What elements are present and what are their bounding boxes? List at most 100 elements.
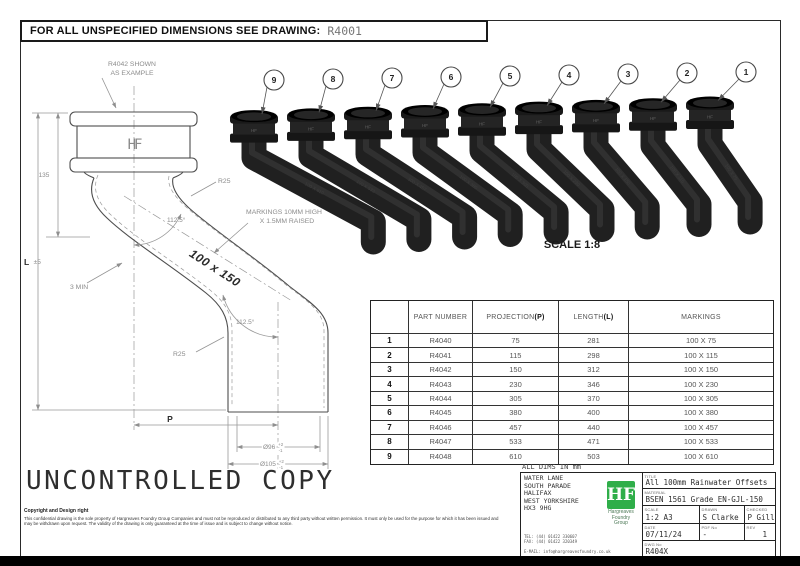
pipe-highlight bbox=[363, 128, 466, 235]
field-label-title: TITLE bbox=[644, 473, 657, 479]
wall-thickness-note: 3 MIN bbox=[70, 284, 88, 291]
field-value-material: BSEN 1561 Grade EN-GJL-150 bbox=[645, 495, 763, 504]
table-cell: 312 bbox=[559, 362, 629, 378]
table-cell: 9 bbox=[371, 449, 409, 464]
balloon-number: 9 bbox=[272, 75, 277, 85]
socket-body bbox=[290, 120, 332, 133]
table-header-cell: PROJECTION (P) bbox=[473, 301, 559, 334]
socket-bottom-bead bbox=[344, 130, 392, 140]
address-line: WATER LANE bbox=[524, 474, 564, 482]
address-line: HALIFAX bbox=[524, 489, 552, 497]
socket-body bbox=[518, 114, 560, 127]
table-cell: 100 X 75 bbox=[629, 334, 773, 349]
table-cell: R4047 bbox=[409, 435, 473, 450]
field-value-title: All 100mm Rainwater Offsets bbox=[645, 478, 768, 487]
field-value-dwg-no: R404X bbox=[645, 547, 669, 556]
socket-body bbox=[461, 115, 503, 128]
table-cell: 100 X 230 bbox=[629, 377, 773, 392]
sheet-bottom-bar bbox=[0, 556, 800, 566]
table-cell: R4046 bbox=[409, 420, 473, 436]
table-header-cell: PART NUMBER bbox=[409, 301, 473, 334]
balloon-circle bbox=[676, 62, 698, 84]
table-cell: 298 bbox=[559, 348, 629, 363]
scale-label: SCALE 1:8 bbox=[544, 239, 600, 251]
balloon-leader-arrow bbox=[376, 103, 381, 111]
address-line: SOUTH PARADE bbox=[524, 481, 571, 490]
socket-opening-inner bbox=[465, 105, 499, 114]
balloon-leader-arrow bbox=[490, 99, 496, 108]
balloon-leader-arrow bbox=[318, 105, 324, 113]
table-cell: 6 bbox=[371, 406, 409, 421]
table-cell: 100 X 305 bbox=[629, 392, 773, 407]
balloon-6: 6 bbox=[432, 66, 462, 110]
table-cell: R4048 bbox=[409, 449, 473, 464]
table-cell: R4042 bbox=[409, 362, 473, 378]
table-cell: 2 bbox=[371, 348, 409, 363]
socket-opening-inner bbox=[579, 102, 613, 111]
balloon-number: 4 bbox=[567, 70, 572, 80]
pipe-highlight bbox=[705, 118, 752, 220]
section-view: HF 100 x 150 135 L ±5 P Ø96 +2 -1 bbox=[24, 61, 329, 470]
example-note-line1: R4042 SHOWN bbox=[108, 61, 156, 68]
table-cell: 457 bbox=[473, 420, 559, 436]
address-line: HX3 9HG bbox=[524, 504, 552, 512]
balloon-circle bbox=[263, 69, 285, 91]
field-label-scale: SCALE bbox=[644, 506, 659, 512]
socket-opening-inner bbox=[237, 112, 271, 121]
banner-drawing-ref: R4001 bbox=[327, 24, 362, 38]
dimensions: 135 L ±5 P Ø96 +2 -1 Ø105 +2 bbox=[24, 112, 329, 470]
field-value-scale: 1:2 A3 bbox=[645, 513, 673, 522]
balloon-5: 5 bbox=[489, 65, 521, 108]
table-cell: 8 bbox=[371, 435, 409, 450]
company-name-line: Foundry bbox=[611, 514, 631, 521]
balloon-circle bbox=[322, 68, 344, 90]
table-cell: 610 bbox=[473, 449, 559, 464]
centerlines bbox=[123, 86, 293, 470]
balloon-number: 8 bbox=[331, 74, 336, 84]
balloon-7: 7 bbox=[375, 67, 403, 111]
pipe-highlight bbox=[591, 121, 649, 225]
copyright-heading: Copyright and Design right bbox=[24, 508, 89, 514]
angle-lower: 112.5° bbox=[236, 318, 255, 326]
balloon-circle bbox=[440, 66, 462, 88]
balloon-leader-arrow bbox=[433, 101, 439, 109]
table-cell: 100 X 380 bbox=[629, 406, 773, 421]
socket-opening-inner bbox=[522, 103, 556, 113]
uncontrolled-copy-watermark: UNCONTROLLED COPY bbox=[26, 466, 335, 496]
pipe-highlight bbox=[534, 123, 603, 228]
company-email: E-MAIL: info@hargreavesfoundry.co.uk bbox=[524, 549, 611, 554]
socket-body bbox=[233, 122, 275, 135]
socket-opening-inner bbox=[408, 107, 442, 116]
table-cell: R4044 bbox=[409, 391, 473, 407]
dim-spigot-diameter: Ø96 +2 -1 bbox=[263, 441, 285, 453]
balloon-number: 5 bbox=[508, 71, 513, 81]
title-block-right: TITLE All 100mm Rainwater Offsets MATERI… bbox=[643, 473, 775, 556]
balloon-1: 1 bbox=[717, 61, 757, 101]
table-cell: 533 bbox=[473, 435, 559, 450]
table-cell: 230 bbox=[473, 377, 559, 392]
socket-bottom-bead bbox=[686, 120, 734, 129]
balloon-leader-arrow bbox=[547, 98, 553, 106]
pipe-highlight bbox=[249, 131, 375, 240]
table-cell: 380 bbox=[473, 406, 559, 421]
balloon-number: 6 bbox=[449, 72, 454, 82]
table-cell: 7 bbox=[371, 420, 409, 436]
table-cell: 75 bbox=[473, 334, 559, 349]
pipe-highlight bbox=[306, 129, 420, 238]
balloon-circle bbox=[381, 67, 403, 89]
table-cell: 5 bbox=[371, 391, 409, 407]
socket-body bbox=[632, 110, 674, 123]
table-cell: R4041 bbox=[409, 348, 473, 363]
balloon-leader-arrow bbox=[661, 95, 668, 103]
balloon-3: 3 bbox=[603, 63, 639, 105]
